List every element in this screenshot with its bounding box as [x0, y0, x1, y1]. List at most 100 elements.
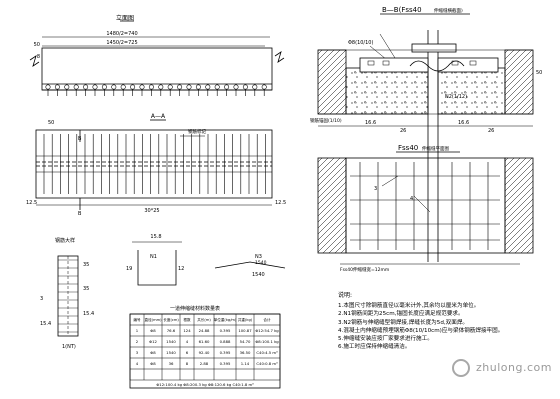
table-header-cell: 直径(mm) — [145, 317, 163, 322]
anchor-hole — [45, 84, 51, 90]
section-a-dim-left: 50 — [48, 120, 54, 126]
bent-bar-label: N3 — [255, 254, 262, 260]
dim-left-b: 8 — [37, 54, 40, 60]
table-cell: 0.395 — [220, 350, 231, 355]
table-cell: 36 — [169, 361, 174, 366]
table-header-cell: 共重(kg) — [238, 317, 253, 322]
plan-leader — [381, 175, 399, 187]
plan-mark-b: 4 — [410, 196, 413, 202]
anchor-hole — [261, 84, 267, 90]
plan-title: Fss40 — [398, 144, 418, 152]
table-cell: 1 — [136, 328, 139, 333]
anchor-hole — [177, 84, 183, 90]
section-b-dim-side: 50 — [536, 70, 542, 76]
bent-bar-note: 1540 — [252, 272, 265, 278]
anchor-hole — [167, 84, 173, 90]
table-cell: 8 — [186, 361, 189, 366]
table-header-cell: 根数 — [183, 317, 191, 322]
note-line: 1.本图尺寸除钢筋直径以毫米计外,其余均以厘米为单位。 — [338, 303, 480, 310]
section-b-dim-0: 16.6 — [365, 120, 376, 126]
section-b-label-left: 钢筋锚固(1/10) — [310, 117, 342, 124]
table-cell: 124 — [183, 328, 191, 333]
anchor-hole — [54, 84, 60, 90]
watermark-text: zhulong.com — [476, 361, 552, 374]
anchor-hole — [214, 84, 220, 90]
section-a-title: A—A — [151, 113, 166, 120]
table-cell: 0.888 — [220, 339, 231, 344]
notes: 说明: 1.本图尺寸除钢筋直径以毫米计外,其余均以厘米为单位。 2.N1钢筋间距… — [338, 292, 538, 351]
note-line: 6.施工时应保持伸缩缝清洁。 — [338, 344, 411, 351]
dim-left-a: 50 — [34, 42, 40, 48]
table-cell: 36.50 — [240, 350, 251, 355]
rebar-label-a: N1 — [150, 254, 157, 260]
table-cell: 0.395 — [220, 361, 231, 366]
table-cell: Φ12 — [149, 339, 157, 344]
table-cell: 1540 — [166, 350, 176, 355]
quantity-table: 一道伸缩缝材料数量表 编号直径(mm)长度(cm)根数共长(m)单位重(kg/m… — [129, 305, 281, 389]
small-dim-0: 35 — [83, 262, 89, 268]
dim-top: 1480/2=740 — [106, 31, 137, 37]
small-dim-2: 3 — [40, 296, 43, 302]
watermark: zhulong.com — [452, 355, 552, 385]
note-line: 5.伸缩缝安装应按厂家要求进行施工。 — [338, 336, 433, 343]
plan-title-suffix: 伸缩缝平面图 — [422, 145, 449, 152]
anchor-hole — [111, 84, 117, 90]
anchor-hole — [252, 84, 258, 90]
table-cell: 100.87 — [238, 328, 252, 333]
table-cell: Φ8:100.1 kg — [255, 339, 279, 344]
anchor-hole — [158, 84, 164, 90]
table-cell: 1540 — [166, 339, 176, 344]
small-dim-1: 35 — [83, 286, 89, 292]
rebar-top-dim: 15.8 — [150, 234, 161, 240]
table-footer: Φ12:100.4 kg Φ8:200.3 kg Φ8:120.6 kg C40… — [156, 382, 254, 387]
table-cell: C40:4.5 m³ — [256, 350, 278, 355]
table-cell: 4 — [186, 339, 189, 344]
rebar-label-b: 12 — [178, 266, 184, 272]
small-dim-4: 15.4 — [40, 321, 51, 327]
small-dim-3: 15.4 — [83, 311, 94, 317]
table-header-cell: 共长(m) — [197, 317, 211, 322]
table-title: 一道伸缩缝材料数量表 — [170, 305, 220, 312]
small-detail-title: 钢筋大样 — [55, 237, 75, 244]
plan-bottom-label: Fss40伸缩缝宽=12mm — [340, 266, 389, 273]
note-line: 3.N2钢筋与伸缩缝型钢焊接,焊缝长度为5d,双面焊。 — [338, 319, 469, 326]
section-a-dim-side-a: 12.5 — [26, 200, 37, 206]
section-b-b: B—B(Fss40 伸缩缝横截面) Φ8(10/10) N2(1/12) 钢筋锚… — [310, 6, 542, 150]
anchor-hole — [242, 84, 248, 90]
anchor-hole — [130, 84, 136, 90]
section-b-dim-3: 26 — [488, 128, 494, 134]
section-a-leader: 钢筋标记 — [188, 128, 206, 135]
dim-second: 1450/2=725 — [106, 40, 137, 46]
note-line: 4.混凝土内伸缩缝预埋钢筋Φ8(10/10cm)应与梁体钢筋焊接牢固。 — [338, 327, 504, 334]
table-cell: 0.395 — [220, 328, 231, 333]
table-header-cell: 合计 — [263, 317, 271, 322]
section-b-title-suffix: 伸缩缝横截面) — [434, 7, 463, 14]
table-cell: 76.6 — [167, 328, 176, 333]
bent-bar: N3 1540 1540 — [214, 254, 286, 278]
table-header-cell: 单位重(kg/m) — [214, 317, 237, 322]
table-cell: 6 — [186, 350, 189, 355]
elevation-title: 立面图 — [116, 14, 134, 22]
table-header-cell: 长度(cm) — [163, 317, 179, 322]
anchor-hole — [195, 84, 201, 90]
anchor-hole — [224, 84, 230, 90]
table-cell: 2.88 — [200, 361, 209, 366]
anchor-hole — [139, 84, 145, 90]
note-line: 2.N1钢筋间距为25cm,锚固长度应满足规范要求。 — [338, 311, 464, 318]
rebar-mid-dim: 19 — [126, 266, 132, 272]
plan-mark-a: 3 — [374, 186, 377, 192]
anchor-hole — [120, 84, 126, 90]
section-a-a: A—A 50 B B 钢筋标记 30*25 12.5 12.5 — [26, 113, 286, 217]
anchor-hole — [73, 84, 79, 90]
watermark-logo-icon — [452, 359, 470, 377]
table-cell: 92.40 — [199, 350, 210, 355]
table-cell: 1.14 — [241, 361, 250, 366]
table-cell: 3 — [136, 350, 139, 355]
anchor-hole — [64, 84, 70, 90]
section-b-label-top: Φ8(10/10) — [348, 40, 373, 46]
table-cell: 24.88 — [199, 328, 210, 333]
plan-leader — [413, 195, 431, 213]
table-cell: Φ8 — [150, 361, 156, 366]
section-b-dim-2: 16.6 — [458, 120, 469, 126]
